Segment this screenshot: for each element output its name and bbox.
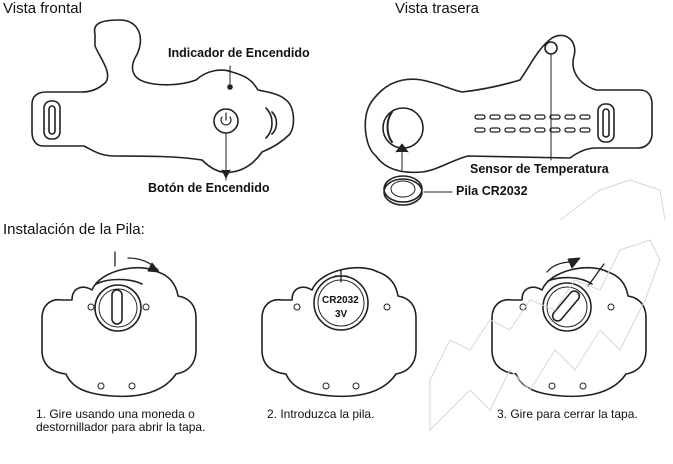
rear-view-title: Vista trasera <box>395 0 479 17</box>
step3-device <box>491 257 647 398</box>
battery-label: Pila CR2032 <box>456 184 528 198</box>
power-indicator-label: Indicador de Encendido <box>168 46 310 60</box>
battery-model-text: CR2032 <box>322 295 359 306</box>
front-device <box>31 19 295 174</box>
installation-title: Instalación de la Pila: <box>3 221 145 238</box>
power-button-icon <box>213 108 239 181</box>
step3-caption: 3. Gire para cerrar la tapa. <box>497 407 638 421</box>
coin-battery-icon <box>383 175 453 206</box>
power-button-label: Botón de Encendido <box>148 181 270 195</box>
vent-holes <box>474 114 591 133</box>
rear-device <box>364 34 653 174</box>
rear-battery-cover <box>382 107 424 149</box>
step2-device <box>261 266 417 398</box>
temperature-sensor-label: Sensor de Temperatura <box>470 162 609 176</box>
front-view-title: Vista frontal <box>3 0 82 17</box>
battery-voltage-text: 3V <box>335 309 348 320</box>
power-indicator-dot <box>227 84 233 90</box>
step1-caption: 1. Gire usando una moneda o destornillad… <box>36 407 206 434</box>
step2-caption: 2. Introduzca la pila. <box>267 407 375 421</box>
step1-device <box>41 251 197 398</box>
